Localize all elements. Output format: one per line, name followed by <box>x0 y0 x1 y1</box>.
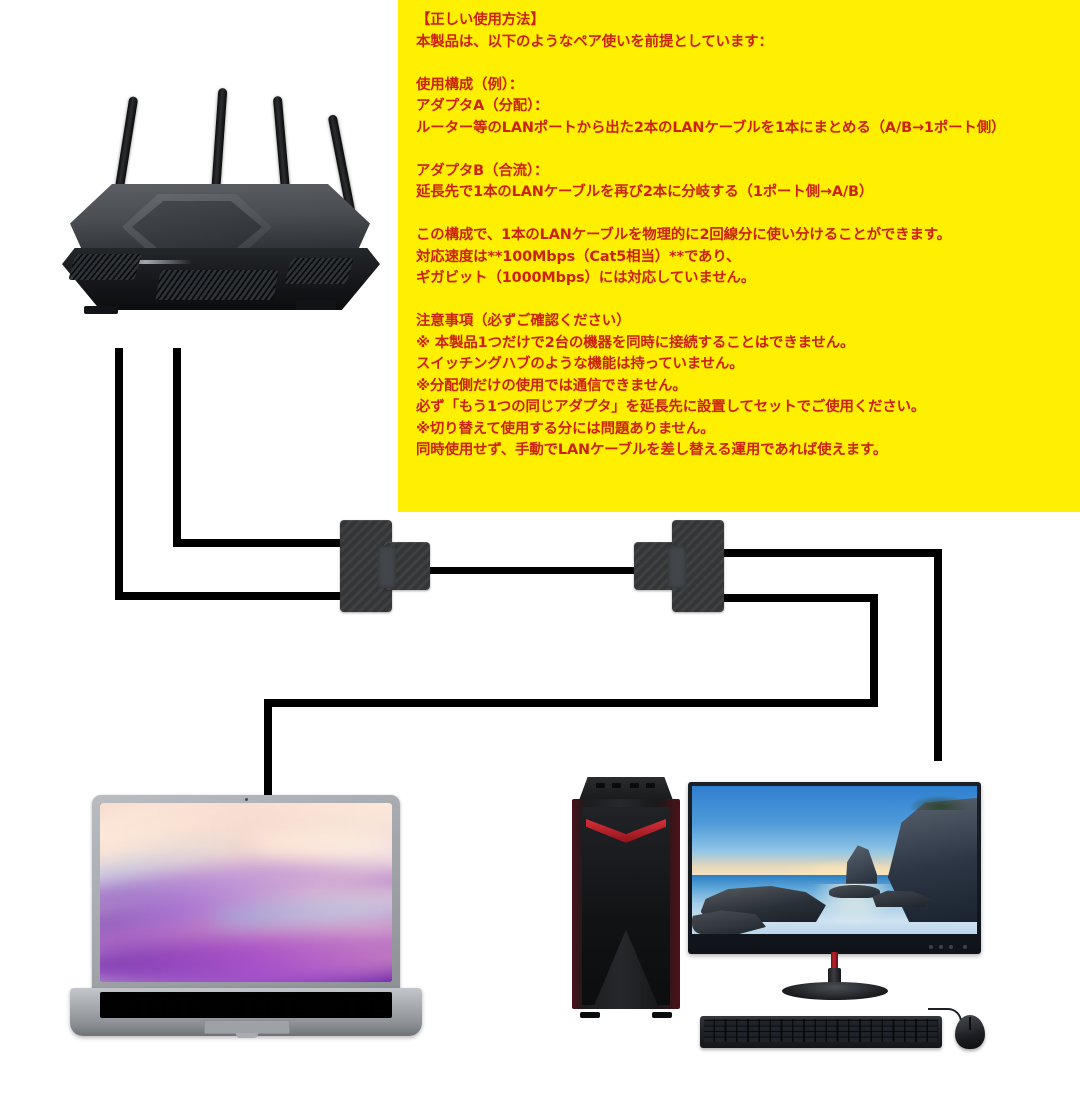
monitor-bezel <box>688 782 981 954</box>
lan-splitter-adapter-a[interactable] <box>340 520 430 612</box>
notice-line: 対応速度は**100Mbps（Cat5相当）**であり、 <box>416 248 741 265</box>
notice-line: ※切り替えて使用する分には問題ありません。 <box>416 420 715 437</box>
monitor-stand-base <box>782 982 888 1000</box>
tower-power-button[interactable] <box>630 783 639 788</box>
tower-audio-port-icon <box>612 783 621 788</box>
laptop-webcam-icon <box>244 797 248 801</box>
notice-line: ※ 本製品1つだけで2台の機器を同時に接続することはできません。 <box>416 334 855 351</box>
monitor-osd-button-1[interactable] <box>929 945 933 949</box>
lan-splitter-adapter-b[interactable] <box>634 520 724 612</box>
gaming-router <box>62 62 392 342</box>
monitor-screen <box>692 786 977 934</box>
notice-line: ※分配側だけの使用では通信できません。 <box>416 377 687 394</box>
notice-line: 必ず「もう1つの同じアダプタ」を延長先に設置してセットでご使用ください。 <box>416 399 926 415</box>
router-hex-inner <box>132 201 262 253</box>
laptop-keyboard[interactable] <box>100 992 392 1018</box>
laptop-lid <box>92 795 400 991</box>
cable-router-to-adapter-a-lower-h <box>115 592 355 600</box>
laptop-lid-notch <box>236 1033 258 1038</box>
router-foot-right <box>296 300 336 310</box>
cable-router-to-adapter-a-lower <box>115 348 123 600</box>
notice-line: ルーター等のLANポートから出た2本のLANケーブルを1本にまとめる（A/B→1… <box>416 119 1006 136</box>
notice-spacer <box>416 53 1080 75</box>
tower-foot-left <box>580 1012 600 1018</box>
notice-spacer <box>416 290 1080 312</box>
notice-line: ギガビット（1000Mbps）には対応していません。 <box>416 270 756 286</box>
notice-spacer <box>416 139 1080 161</box>
desktop-tower <box>572 777 680 1018</box>
monitor-osd-button-2[interactable] <box>939 945 943 949</box>
router-led-strip <box>100 260 192 264</box>
notice-line: 使用構成（例）： <box>416 76 524 93</box>
notice-line: 延長先で1本のLANケーブルを再び2本に分岐する（1ポート側→A/B） <box>416 184 874 200</box>
tower-usb-port-icon <box>596 783 605 788</box>
laptop-screen <box>100 803 392 982</box>
cable-router-to-adapter-a-upper <box>173 348 181 546</box>
notice-line: 注意事項（必ずご確認ください） <box>416 313 631 329</box>
router-vent-left <box>68 254 142 280</box>
mouse-button-divider <box>969 1017 971 1030</box>
notice-line: 同時使用せず、手動でLANケーブルを差し替える運用であれば使えます。 <box>416 442 888 458</box>
tower-top-panel <box>578 777 674 803</box>
monitor-power-button[interactable] <box>963 945 967 949</box>
instruction-panel: 【正しい使用方法】本製品は、以下のようなペア使いを前提としています： 使用構成（例… <box>398 0 1080 512</box>
adapter-b-center-band <box>668 546 686 588</box>
cable-adapter-b-to-pc-h <box>714 549 942 557</box>
notice-line: 【正しい使用方法】 <box>416 12 545 28</box>
tower-usb-port-icon-2 <box>646 783 655 788</box>
cable-adapter-b-to-laptop-v1 <box>870 594 878 706</box>
cable-adapter-b-to-laptop-h2 <box>264 699 878 707</box>
notice-line: アダプタB（合流）： <box>416 162 549 179</box>
monitor-osd-button-3[interactable] <box>949 945 953 949</box>
laptop <box>70 795 422 1050</box>
cable-adapter-b-to-pc-v <box>934 549 942 761</box>
adapter-a-center-band <box>378 546 396 588</box>
notice-line: アダプタA（分配）： <box>416 98 549 114</box>
keyboard-keys <box>704 1019 938 1042</box>
tower-foot-right <box>652 1012 672 1018</box>
monitor <box>688 782 981 1000</box>
mouse-cord <box>928 1008 962 1022</box>
notice-line: この構成で、1本のLANケーブルを物理的に2回線分に使い分けることができます。 <box>416 227 951 243</box>
notice-line: スイッチングハブのような機能は持っていません。 <box>416 356 744 372</box>
mouse[interactable] <box>955 1015 985 1049</box>
laptop-touchpad[interactable] <box>204 1020 290 1034</box>
router-vent-center <box>155 270 279 300</box>
cable-router-to-adapter-a-upper-h <box>173 539 355 547</box>
notice-line: 本製品は、以下のようなペア使いを前提としています： <box>416 33 773 50</box>
router-foot-left <box>84 306 118 314</box>
cable-trunk-single-lan <box>428 567 646 574</box>
cable-adapter-b-to-laptop-v2 <box>264 699 272 795</box>
router-vent-right <box>284 258 354 284</box>
keyboard[interactable] <box>700 1016 942 1048</box>
notice-spacer <box>416 204 1080 226</box>
cable-adapter-b-to-laptop-h1 <box>714 594 878 602</box>
